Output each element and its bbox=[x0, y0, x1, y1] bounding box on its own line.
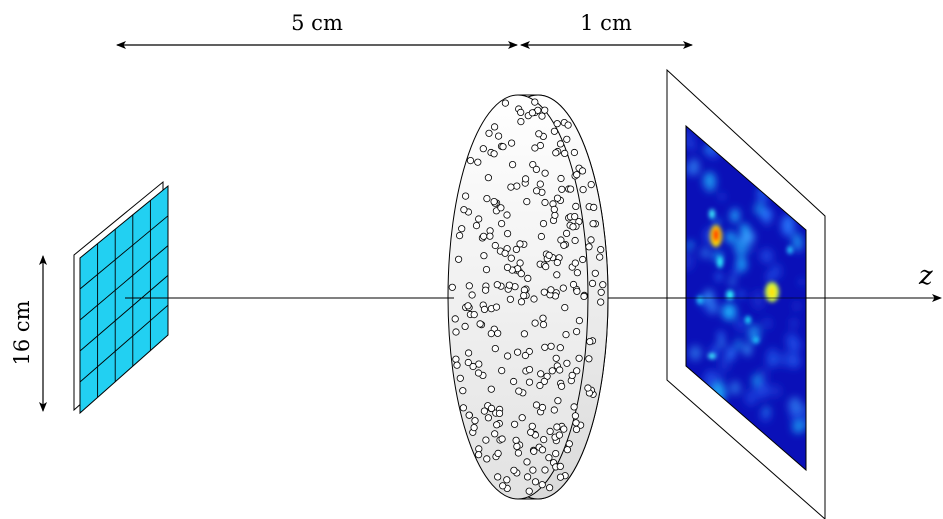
source-grid-lines bbox=[79, 200, 169, 398]
z-axis-label: z bbox=[918, 261, 933, 291]
source-panel bbox=[73, 180, 169, 415]
disc-front-face bbox=[447, 94, 589, 500]
dimension-16cm-label: 16 cm bbox=[10, 300, 34, 365]
optical-axis: z bbox=[125, 261, 942, 302]
dimension-1cm-label: 1 cm bbox=[580, 11, 632, 35]
dimension-5cm: 5 cm bbox=[116, 11, 518, 49]
dimension-5cm-label: 5 cm bbox=[291, 11, 343, 35]
detector bbox=[666, 68, 826, 519]
dimension-1cm: 1 cm bbox=[520, 11, 693, 49]
dimension-16cm: 16 cm bbox=[10, 255, 47, 412]
source-grid bbox=[79, 184, 169, 415]
scatterer-disc bbox=[447, 94, 609, 500]
scattering-particles bbox=[448, 98, 607, 495]
